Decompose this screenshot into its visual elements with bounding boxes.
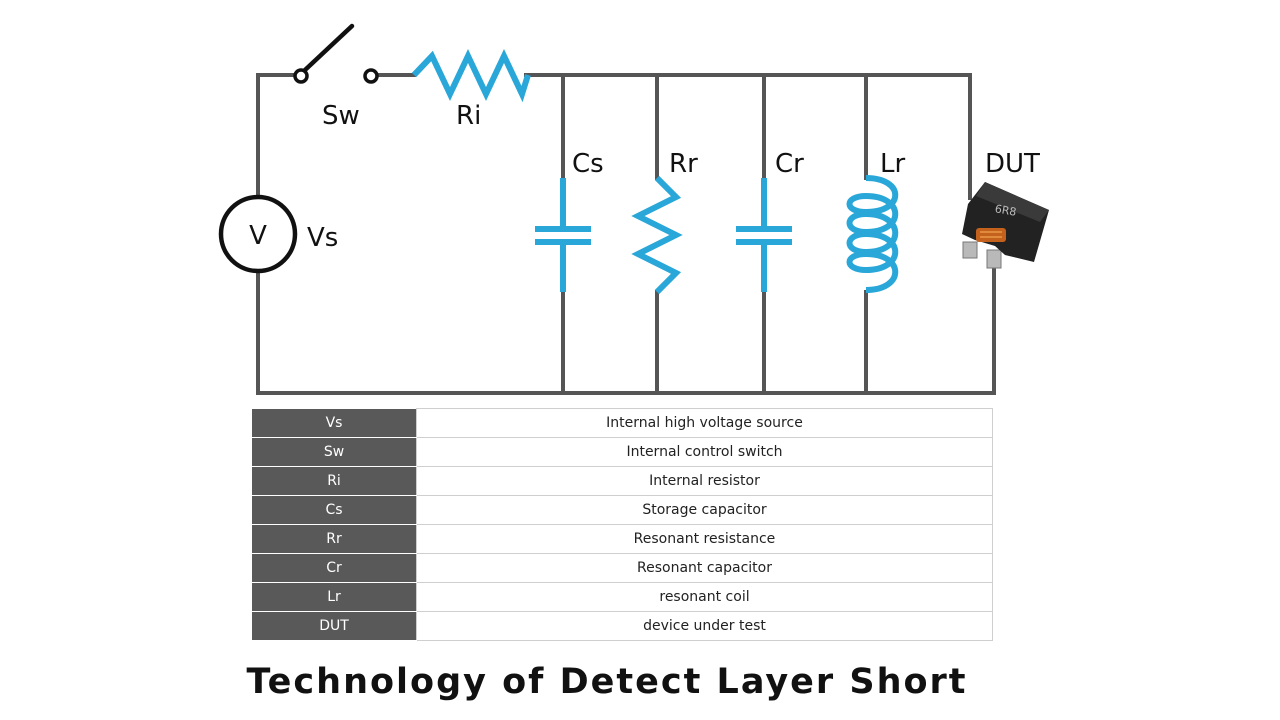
label-dut: DUT: [985, 149, 1040, 179]
legend-description: Internal control switch: [416, 437, 993, 467]
resistor-ri-symbol: [411, 48, 531, 103]
label-rr: Rr: [669, 149, 698, 179]
legend-symbol: Sw: [251, 437, 417, 467]
circuit-wires: [256, 73, 996, 395]
legend-description: resonant coil: [416, 582, 993, 612]
legend-symbol: Ri: [251, 466, 417, 496]
legend-description: Resonant capacitor: [416, 553, 993, 583]
label-vs: Vs: [307, 223, 338, 253]
dut-component-icon: 6R8: [962, 182, 1049, 269]
legend-symbol: Lr: [251, 582, 417, 612]
voltage-source-glyph: V: [249, 221, 267, 251]
legend-symbol: Cs: [251, 495, 417, 525]
switch-symbol: [293, 23, 379, 84]
legend-symbol: DUT: [251, 611, 417, 641]
label-ri: Ri: [456, 101, 481, 131]
label-cr: Cr: [775, 149, 804, 179]
legend-symbol: Rr: [251, 524, 417, 554]
label-sw: Sw: [322, 101, 360, 131]
legend-description: Internal high voltage source: [416, 408, 993, 438]
label-cs: Cs: [572, 149, 604, 179]
resistor-rr-symbol: [631, 175, 683, 295]
legend-description: device under test: [416, 611, 993, 641]
legend-description: Storage capacitor: [416, 495, 993, 525]
legend-symbol: Vs: [251, 408, 417, 438]
legend-symbol: Cr: [251, 553, 417, 583]
capacitor-cr-symbol: [736, 178, 792, 292]
legend-description: Resonant resistance: [416, 524, 993, 554]
page-title: Technology of Detect Layer Short: [246, 662, 968, 702]
inductor-lr-symbol: [846, 175, 899, 293]
legend-description: Internal resistor: [416, 466, 993, 496]
label-lr: Lr: [880, 149, 905, 179]
dut-marking: 6R8: [994, 202, 1018, 219]
voltage-source-symbol: V: [218, 194, 298, 274]
circuit-diagram: V 6R8 Sw Ri Vs Cs Rr Cr Lr DUT: [218, 23, 1049, 395]
capacitor-cs-symbol: [535, 178, 591, 292]
